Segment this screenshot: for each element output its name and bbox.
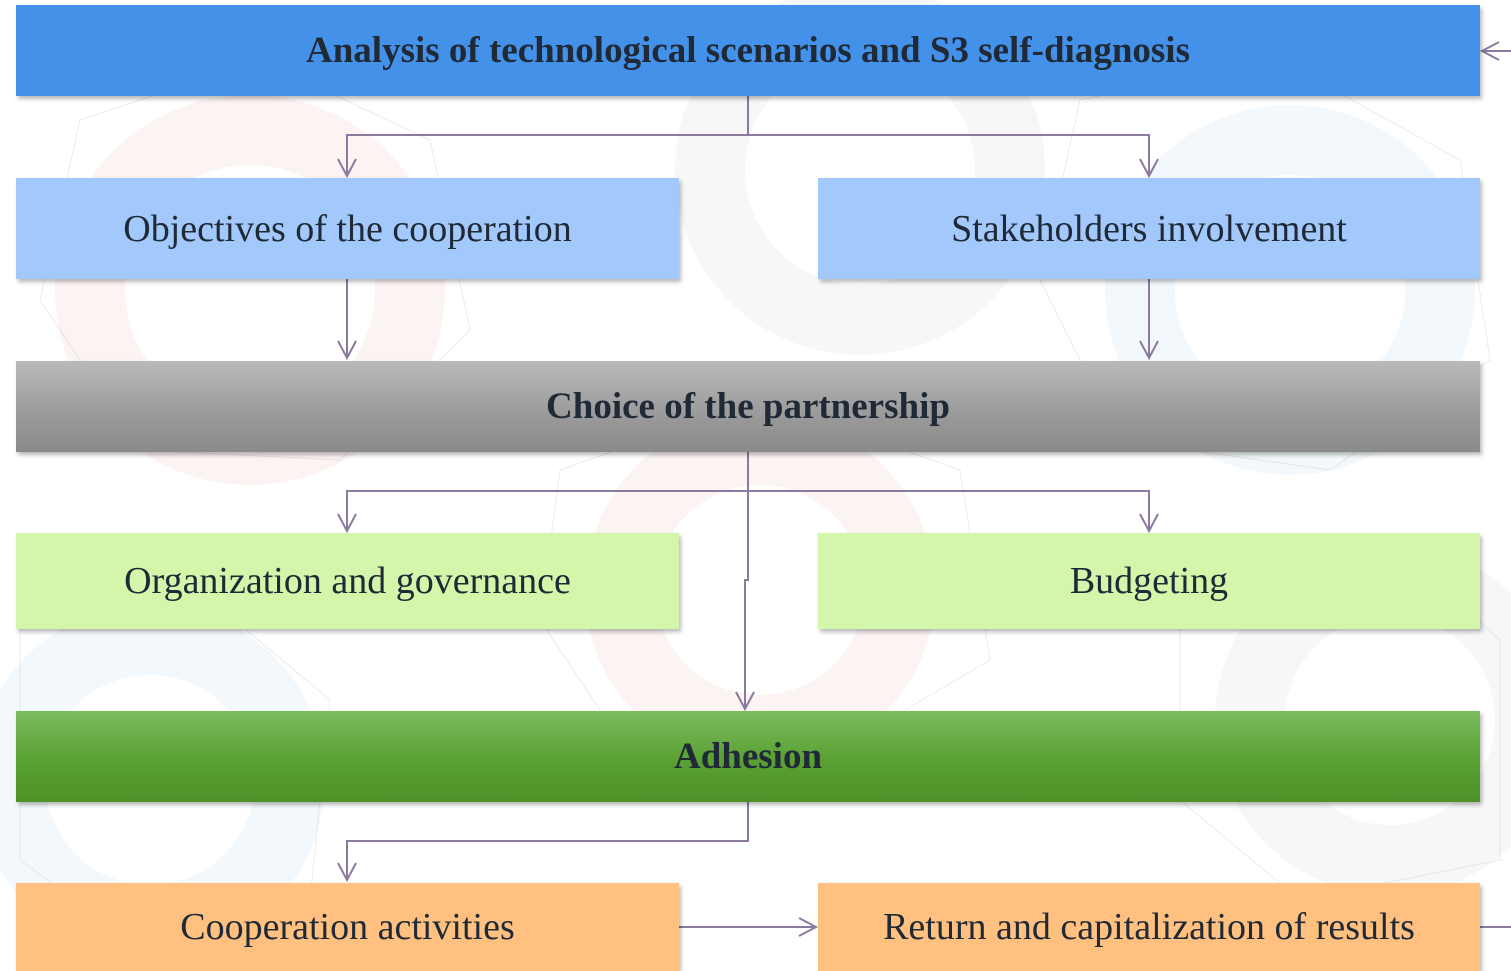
return-label: Return and capitalization of results — [883, 906, 1415, 948]
budgeting-label: Budgeting — [1069, 560, 1229, 602]
partnership-label: Choice of the partnership — [546, 386, 950, 427]
analysis-box: Analysis of technological scenarios and … — [16, 5, 1480, 96]
cooperation-box: Cooperation activities — [16, 883, 679, 971]
organization-box: Organization and governance — [16, 533, 679, 629]
return-box: Return and capitalization of results — [818, 883, 1480, 971]
analysis-label: Analysis of technological scenarios and … — [306, 30, 1190, 71]
cooperation-label: Cooperation activities — [180, 906, 515, 948]
objectives-label: Objectives of the cooperation — [123, 207, 572, 250]
stakeholders-label: Stakeholders involvement — [951, 207, 1347, 250]
objectives-box: Objectives of the cooperation — [16, 178, 679, 279]
stakeholders-box: Stakeholders involvement — [818, 178, 1480, 279]
organization-label: Organization and governance — [124, 560, 571, 602]
adhesion-label: Adhesion — [673, 736, 823, 777]
partnership-box: Choice of the partnership — [16, 361, 1480, 452]
budgeting-box: Budgeting — [818, 533, 1480, 629]
adhesion-box: Adhesion — [16, 711, 1480, 802]
